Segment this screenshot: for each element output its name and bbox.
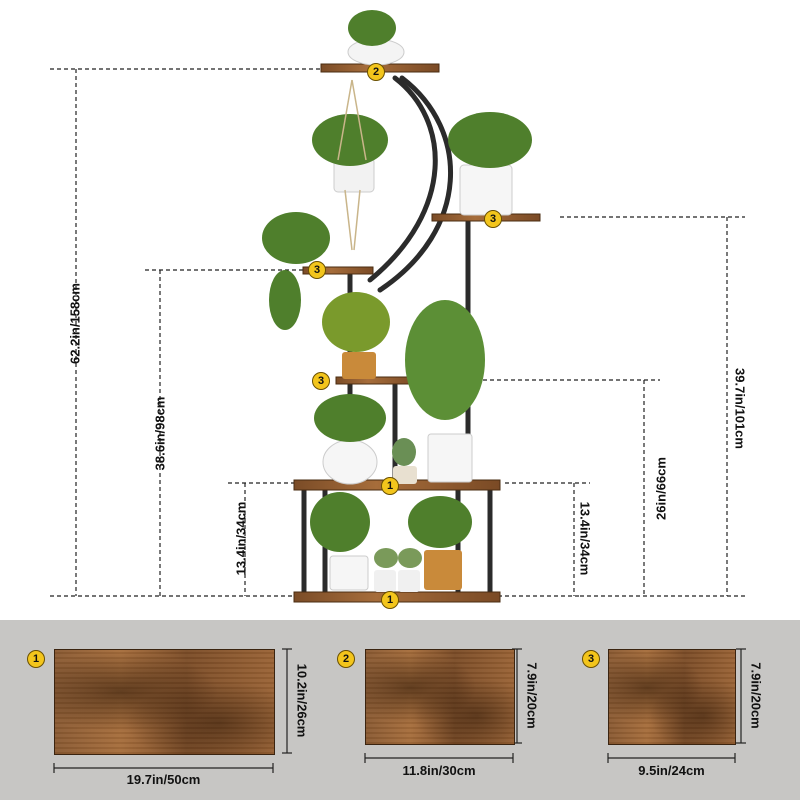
macrame-hanger: [337, 79, 367, 251]
dimension-guides: [50, 68, 748, 597]
foliage: [262, 10, 532, 568]
shelf-badge-top: 2: [367, 63, 385, 81]
total-height-label: 62.2in/158cm: [67, 283, 83, 364]
right-shelf-height-label: 39.7in/101cm: [732, 368, 748, 449]
shelf-panel-3: [608, 649, 736, 745]
panel-1-depth: 10.2in/26cm: [294, 663, 310, 738]
panel-2-depth: 7.9in/20cm: [524, 662, 540, 729]
shelf-badge-middle: 3: [312, 372, 330, 390]
panel-dimension-lines: [53, 648, 746, 773]
pots: [322, 38, 513, 592]
panel-3-depth: 7.9in/20cm: [748, 662, 764, 729]
tier-height-label: 26in/66cm: [653, 457, 669, 520]
panel-badge-1: 1: [27, 650, 45, 668]
shelf-panel-2: [365, 649, 515, 745]
shelf-panel-1: [54, 649, 275, 755]
bottom-gap-right-label: 13.4in/34cm: [577, 501, 593, 576]
panel-badge-2: 2: [337, 650, 355, 668]
shelf-badge-lower: 1: [381, 477, 399, 495]
mid-shelf-height-label: 38.6in/98cm: [152, 396, 168, 471]
plant-stand-drawing: [50, 10, 748, 603]
shelf-badge-right: 3: [484, 210, 502, 228]
bottom-gap-left-label: 13.4in/34cm: [233, 501, 249, 576]
shelf-dimensions-panel: 1 10.2in/26cm 19.7in/50cm 2 7.9in/20cm: [0, 620, 800, 800]
shelf-badge-left: 3: [308, 261, 326, 279]
shelf-badge-bottom: 1: [381, 591, 399, 609]
product-illustration: 2 3 3 3 1 1 62.2in/158cm 38.6in/98cm 13.…: [50, 10, 748, 609]
panel-2-width: 11.8in/30cm: [402, 763, 476, 778]
panel-1-width: 19.7in/50cm: [126, 772, 201, 787]
panel-badge-3: 3: [582, 650, 600, 668]
panel-3-width: 9.5in/24cm: [638, 763, 705, 778]
